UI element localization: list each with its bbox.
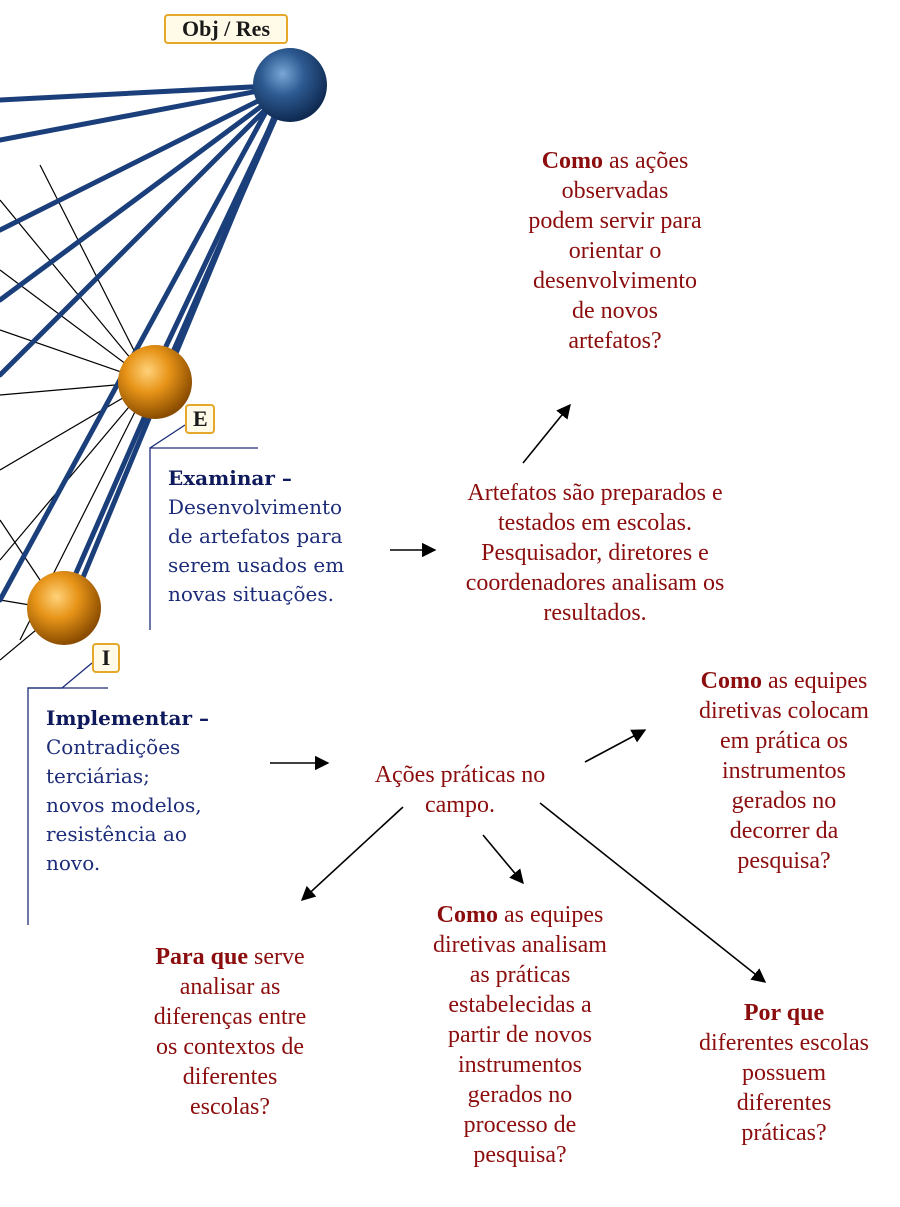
examinar-title: Examinar – bbox=[168, 466, 292, 490]
question-bold: Como bbox=[436, 902, 498, 928]
arrow-to-q-colocam bbox=[584, 729, 647, 763]
examinar-description: Examinar – Desenvolvimento de artefatos … bbox=[168, 464, 398, 609]
question-line: orientar o bbox=[568, 238, 662, 264]
question-bold: Como bbox=[700, 668, 762, 694]
question-para-que: Para que serve analisar as diferenças en… bbox=[120, 942, 340, 1122]
question-line: as práticas bbox=[469, 962, 571, 988]
question-bold: Por que bbox=[743, 1000, 825, 1026]
question-rest: as ações bbox=[603, 148, 689, 174]
implementar-description: Implementar – Contradições terciárias; n… bbox=[46, 704, 276, 878]
question-line: decorrer da bbox=[729, 818, 839, 844]
question-line: práticas? bbox=[741, 1120, 827, 1146]
examinar-sphere[interactable] bbox=[118, 345, 192, 419]
arrow-to-q-por-que bbox=[539, 802, 767, 983]
question-line: partir de novos bbox=[448, 1022, 592, 1048]
text-line: Pesquisador, diretores e bbox=[481, 540, 709, 566]
thick-connectors bbox=[0, 82, 293, 608]
implementar-sphere[interactable] bbox=[27, 571, 101, 645]
implementar-line: novo. bbox=[46, 851, 101, 875]
arrow-to-q-analisam bbox=[482, 834, 524, 885]
obj-res-label[interactable]: Obj / Res bbox=[164, 14, 288, 44]
question-rest: as equipes bbox=[498, 902, 604, 928]
implementar-node-label[interactable]: I bbox=[92, 643, 120, 673]
question-line: estabelecidas a bbox=[448, 992, 592, 1018]
question-line: pesquisa? bbox=[473, 1142, 567, 1168]
question-line: em prática os bbox=[720, 728, 848, 754]
examinar-line: novas situações. bbox=[168, 582, 334, 606]
thick-line bbox=[0, 82, 293, 103]
question-line: pesquisa? bbox=[737, 848, 831, 874]
thick-line bbox=[0, 83, 283, 603]
examinar-line: Desenvolvimento bbox=[168, 495, 343, 519]
question-por-que: Por que diferentes escolas possuem difer… bbox=[668, 998, 900, 1148]
question-line: desenvolvimento bbox=[533, 268, 697, 294]
implementar-line: terciárias; bbox=[46, 764, 150, 788]
implementar-line: novos modelos, bbox=[46, 793, 202, 817]
thick-line bbox=[0, 82, 293, 303]
question-line: escolas? bbox=[190, 1094, 270, 1120]
question-line: diferentes escolas bbox=[699, 1030, 869, 1056]
text-line: campo. bbox=[425, 792, 495, 818]
question-line: diferentes bbox=[736, 1090, 832, 1116]
question-line: possuem bbox=[742, 1060, 826, 1086]
question-line: os contextos de bbox=[156, 1034, 304, 1060]
question-line: podem servir para bbox=[528, 208, 702, 234]
thin-line bbox=[0, 381, 151, 561]
question-line: diretivas analisam bbox=[433, 932, 607, 958]
question-line: artefatos? bbox=[568, 328, 662, 354]
implementar-line: Contradições bbox=[46, 735, 181, 759]
question-line: processo de bbox=[463, 1112, 577, 1138]
implementar-title: Implementar – bbox=[46, 706, 209, 730]
examinar-line: serem usados em bbox=[168, 553, 345, 577]
implementar-line: resistência ao bbox=[46, 822, 187, 846]
question-line: diferenças entre bbox=[153, 1004, 307, 1030]
text-line: Ações práticas no bbox=[374, 762, 546, 788]
obj-res-sphere[interactable] bbox=[253, 48, 327, 122]
text-line: testados em escolas. bbox=[498, 510, 692, 536]
question-line: instrumentos bbox=[458, 1052, 582, 1078]
arrow-up-question bbox=[522, 403, 571, 464]
thick-line bbox=[0, 82, 293, 233]
question-rest: serve bbox=[248, 944, 305, 970]
question-line: gerados no bbox=[467, 1082, 573, 1108]
question-line: diretivas colocam bbox=[699, 698, 869, 724]
examinar-line: de artefatos para bbox=[168, 524, 343, 548]
question-equipes-analisam: Como as equipes diretivas analisam as pr… bbox=[390, 900, 650, 1170]
question-line: instrumentos bbox=[722, 758, 846, 784]
question-bold: Como bbox=[541, 148, 604, 174]
arrow-to-q-para-que bbox=[300, 806, 404, 901]
question-line: de novos bbox=[572, 298, 658, 324]
thick-line bbox=[0, 82, 293, 143]
thick-line bbox=[0, 82, 293, 378]
question-rest: as equipes bbox=[762, 668, 868, 694]
text-line: resultados. bbox=[543, 600, 647, 626]
question-line: gerados no bbox=[731, 788, 837, 814]
question-equipes-colocam: Como as equipes diretivas colocam em prá… bbox=[668, 666, 900, 876]
question-bold: Para que bbox=[155, 944, 249, 970]
text-line: Artefatos são preparados e bbox=[467, 480, 723, 506]
artefatos-preparados-text: Artefatos são preparados e testados em e… bbox=[425, 478, 765, 628]
thick-line bbox=[69, 85, 289, 607]
question-line: observadas bbox=[561, 178, 669, 204]
question-novos-artefatos: Como as ações observadas podem servir pa… bbox=[490, 146, 740, 356]
question-line: diferentes bbox=[182, 1064, 278, 1090]
text-line: coordenadores analisam os bbox=[465, 570, 725, 596]
thin-line bbox=[0, 199, 151, 383]
question-line: analisar as bbox=[179, 974, 281, 1000]
acoes-praticas-text: Ações práticas no campo. bbox=[340, 760, 580, 820]
examinar-node-label[interactable]: E bbox=[185, 404, 215, 434]
